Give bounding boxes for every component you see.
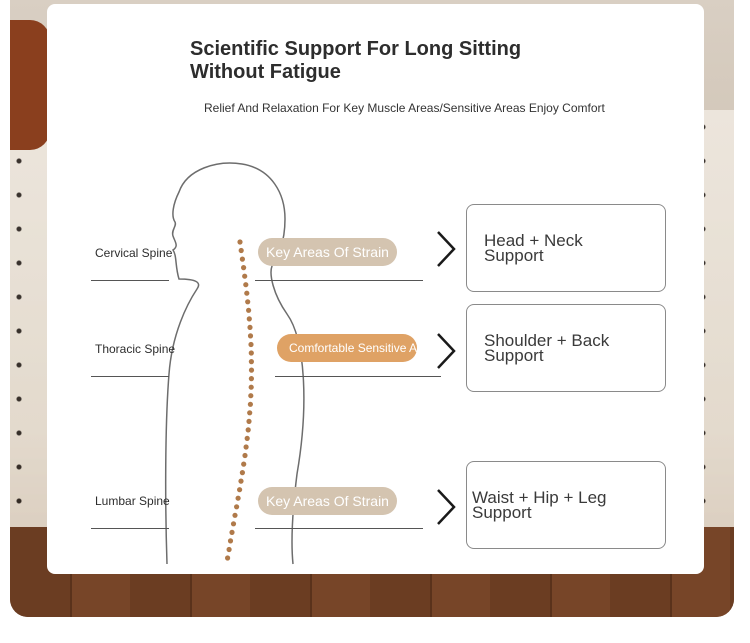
spine-dot [247,401,253,407]
spine-dot [237,487,243,493]
spine-dot [245,427,251,433]
spine-dot [246,316,252,322]
spine-dot [225,555,231,561]
lumbar-spine-label: Lumbar Spine [95,494,170,508]
side-table [10,20,50,150]
spine-dot [243,444,249,450]
spine-dot [232,512,238,518]
strain-pill-bottom: Key Areas Of Strain [258,487,397,515]
spine-dot [245,299,251,305]
spine-dot [248,384,254,390]
thoracic-spine-label: Thoracic Spine [95,342,176,356]
page-subtitle: Relief And Relaxation For Key Muscle Are… [204,101,605,115]
spine-dot [230,521,237,527]
body-outline-icon [164,162,305,565]
spine-dot [242,452,248,459]
spine-dot [248,341,254,348]
chevron-right-icon [437,231,456,267]
spine-dot [248,350,254,356]
spine-dot [242,273,248,279]
spine-dot [237,239,243,245]
head-neck-support-box: Head + Neck Support [466,204,666,292]
head-neck-support-label: Head + Neck Support [484,231,583,265]
comfort-pill: Comfortable Sensitive Areas [277,334,417,362]
spine-dot [235,495,241,501]
chevron-right-icon [437,333,456,369]
spine-dot [234,504,240,510]
lumbar-rule [91,528,169,529]
spine-dot [247,324,253,330]
spine-dot [227,538,234,544]
comfort-rule [275,376,441,377]
spine-dot [248,376,254,382]
spine-dot [238,247,244,254]
spine-dot [229,529,235,536]
spine-dot [239,470,245,476]
page-title: Scientific Support For Long Sitting With… [190,38,522,83]
spine-dot [246,307,252,313]
spine-dot [248,359,254,365]
spine-dot [248,367,255,373]
spine-dot [239,256,245,262]
waist-hip-leg-support-box: Waist + Hip + Leg Support [466,461,666,549]
spine-dot [244,290,250,296]
spine-dots [225,239,255,561]
cervical-spine-label: Cervical Spine [95,246,173,260]
spine-dot [243,282,249,288]
spine-dot [247,410,253,416]
thoracic-rule [91,376,169,377]
spine-dot [247,333,254,339]
human-silhouette-diagram [164,162,305,565]
spine-dot [246,418,252,424]
spine-dot [226,546,232,553]
spine-dot [238,478,244,484]
spine-dot [244,435,250,441]
strain-rule-top [255,280,423,281]
shoulder-back-support-box: Shoulder + Back Support [466,304,666,392]
cervical-rule [91,280,169,281]
strain-rule-bottom [255,528,423,529]
info-card: Scientific Support For Long Sitting With… [47,4,704,574]
chevron-right-icon [437,489,456,525]
waist-hip-leg-support-label: Waist + Hip + Leg Support [472,488,607,522]
spine-dot [241,461,247,467]
strain-pill-top: Key Areas Of Strain [258,238,397,266]
spine-dot [241,265,247,271]
spine-dot [248,393,254,399]
shoulder-back-support-label: Shoulder + Back Support [484,331,610,365]
